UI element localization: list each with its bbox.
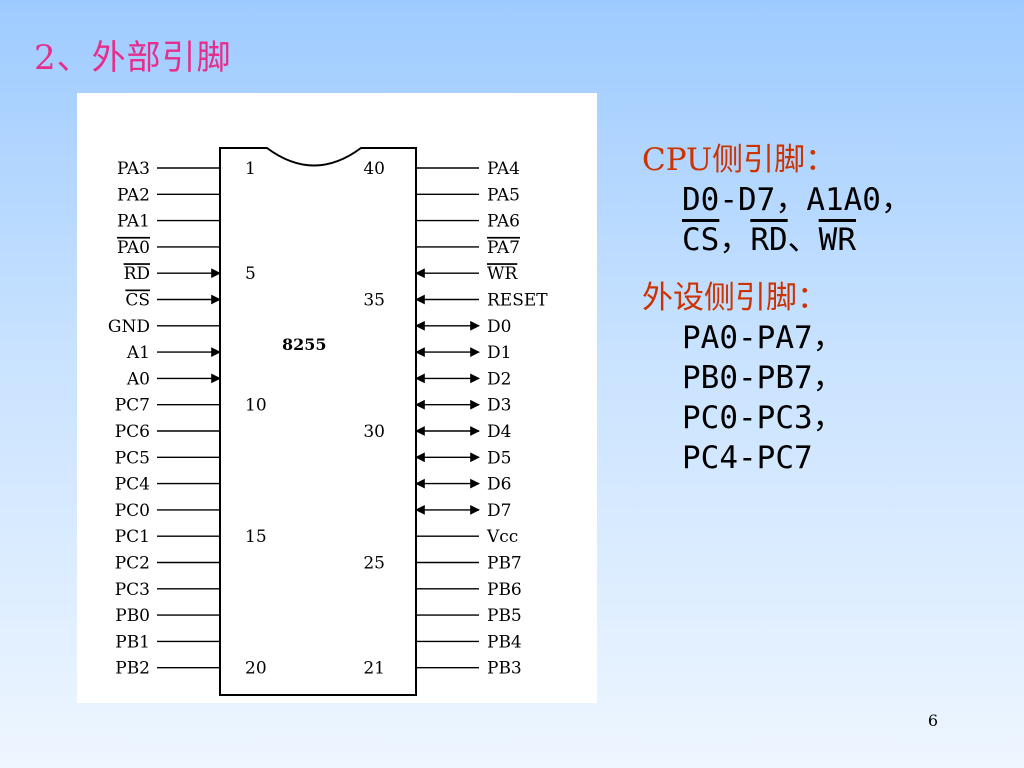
pin-label-d0: D0	[487, 317, 511, 337]
pin-label-pb1: PB1	[115, 632, 150, 652]
pin-label-d2: D2	[487, 369, 511, 389]
pin-label-reset: RESET	[487, 291, 548, 311]
peripheral-side-title: 外设侧引脚：	[642, 280, 828, 316]
pin-label-a0: A0	[126, 369, 150, 389]
pin-label-d1: D1	[487, 343, 511, 363]
pin-label-wr: WR	[487, 264, 518, 284]
pin-label-pb3: PB3	[487, 659, 522, 679]
chip-body	[219, 147, 417, 696]
pin-label-pa0: PA0	[117, 238, 150, 258]
cpu-side-title: CPU侧引脚：	[642, 142, 837, 178]
pin-label-pa5: PA5	[487, 185, 520, 205]
pin-label-pa6: PA6	[487, 212, 520, 232]
pin-label-d3: D3	[487, 396, 511, 416]
pin-label-pb4: PB4	[487, 632, 522, 652]
pin-label-rd: RD	[124, 264, 150, 284]
separator: ，	[719, 222, 751, 258]
peripheral-pins-pb: PB0-PB7，	[682, 360, 844, 396]
pin-number: 1	[245, 159, 256, 179]
pin-label-d4: D4	[487, 422, 511, 442]
cpu-data-address-pins: D0-D7，A1A0，	[682, 182, 912, 218]
pin-label-vcc: Vcc	[486, 527, 518, 547]
pin-label-gnd: GND	[108, 317, 150, 337]
pin-label-pc3: PC3	[115, 580, 150, 600]
pin-label-cs: CS	[125, 291, 150, 311]
pin-description: CPU侧引脚： D0-D7，A1A0， CS，RD、WR 外设侧引脚： PA0-…	[642, 140, 912, 478]
pin-label-pa2: PA2	[117, 185, 150, 205]
pin-label-pb0: PB0	[115, 606, 150, 626]
wr-signal: WR	[818, 222, 856, 258]
cpu-control-pins: CS，RD、WR	[682, 220, 912, 260]
pin-number: 35	[363, 291, 385, 311]
pin-label-pa3: PA3	[117, 159, 150, 179]
pin-label-pb5: PB5	[487, 606, 522, 626]
pin-label-pc0: PC0	[115, 501, 150, 521]
pin-label-pc7: PC7	[115, 396, 150, 416]
pin-label-pc1: PC1	[115, 527, 150, 547]
peripheral-pins-pc-high: PC4-PC7	[682, 440, 813, 476]
pin-label-pc4: PC4	[115, 475, 150, 495]
pin-label-d7: D7	[487, 501, 511, 521]
pin-number: 25	[363, 554, 385, 574]
pin-number: 20	[245, 659, 267, 679]
pin-label-pa7: PA7	[487, 238, 520, 258]
pin-label-d6: D6	[487, 475, 511, 495]
pin-label-pb6: PB6	[487, 580, 522, 600]
rd-signal: RD	[750, 222, 788, 258]
cs-signal: CS	[682, 222, 720, 258]
peripheral-pins-pa: PA0-PA7，	[682, 320, 844, 356]
pin-label-d5: D5	[487, 448, 511, 468]
pin-number: 5	[245, 264, 256, 284]
peripheral-pins-pc-low: PC0-PC3，	[682, 400, 844, 436]
pin-label-a1: A1	[126, 343, 150, 363]
pin-number: 15	[245, 527, 267, 547]
pin-number: 10	[245, 396, 267, 416]
slide-title: 2、外部引脚	[34, 38, 232, 78]
pin-number: 40	[363, 159, 385, 179]
page-number: 6	[927, 711, 938, 730]
separator: 、	[787, 222, 819, 258]
chip-name-label: 8255	[282, 335, 327, 354]
pin-number: 30	[363, 422, 385, 442]
pin-label-pc5: PC5	[115, 448, 150, 468]
pin-label-pc6: PC6	[115, 422, 150, 442]
pin-number: 21	[363, 659, 385, 679]
pin-label-pb7: PB7	[487, 554, 522, 574]
pin-label-pc2: PC2	[115, 554, 150, 574]
pin-label-pa4: PA4	[487, 159, 520, 179]
pin-label-pa1: PA1	[117, 212, 150, 232]
pin-label-pb2: PB2	[115, 659, 150, 679]
